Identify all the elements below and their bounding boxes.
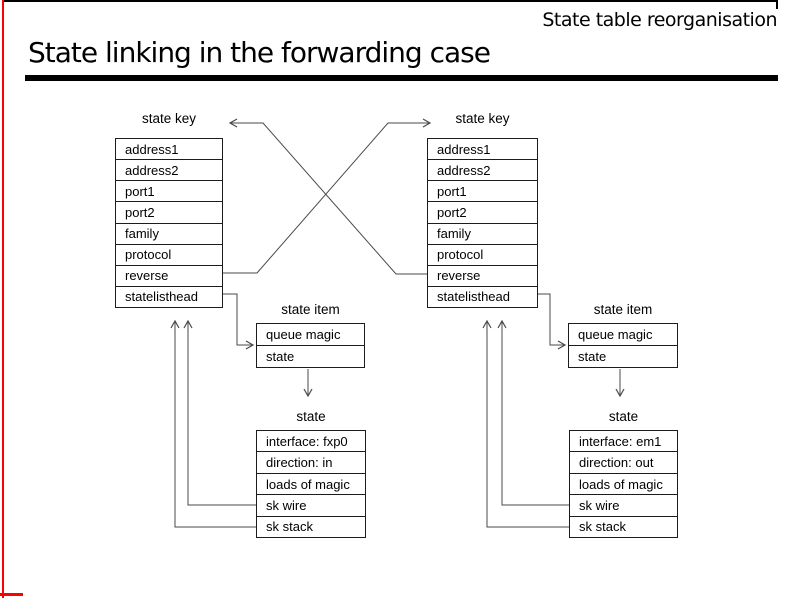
- table-row: direction: in: [257, 451, 365, 472]
- right-state-table: interface: em1 direction: out loads of m…: [569, 430, 678, 538]
- table-row: port1: [116, 180, 222, 201]
- arrow-left-statelisthead-to-item: [223, 293, 255, 350]
- table-row: sk wire: [570, 494, 677, 515]
- right-state-key-label: state key: [455, 111, 510, 126]
- title-underline: [25, 75, 778, 81]
- slide-corner-label: State table reorganisation: [542, 9, 777, 31]
- arrow-left-skstack-to-key: [170, 319, 256, 528]
- table-row: interface: em1: [579, 433, 662, 449]
- arrow-left-skwire-to-key: [183, 319, 256, 506]
- table-row: statelisthead: [428, 285, 537, 307]
- right-state-item-label: state item: [593, 302, 653, 317]
- right-state-key-table: address1 address2 port1 port2 family pro…: [427, 138, 538, 308]
- table-row: state: [257, 345, 364, 367]
- table-row: family: [116, 222, 222, 244]
- table-row: reverse: [428, 264, 537, 286]
- table-row: address1: [125, 141, 179, 157]
- table-row: address2: [116, 159, 222, 180]
- page-title: State linking in the forwarding case: [28, 36, 491, 69]
- table-row: port1: [428, 180, 537, 201]
- table-row: queue magic: [266, 327, 341, 342]
- arrow-right-reverse-to-left-key: [228, 118, 427, 275]
- table-row: sk stack: [570, 515, 677, 537]
- table-row: address1: [437, 141, 491, 157]
- table-row: interface: fxp0: [266, 433, 348, 449]
- table-row: loads of magic: [257, 472, 365, 494]
- table-row: protocol: [428, 243, 537, 265]
- table-row: statelisthead: [116, 285, 222, 307]
- right-state-item-table: queue magic state: [568, 323, 678, 368]
- table-row: protocol: [116, 243, 222, 265]
- table-row: loads of magic: [570, 472, 677, 494]
- table-row: sk wire: [257, 494, 365, 515]
- left-state-table: interface: fxp0 direction: in loads of m…: [256, 430, 366, 538]
- left-state-key-label: state key: [141, 111, 197, 126]
- arrow-left-reverse-to-right-key: [223, 118, 432, 274]
- left-state-item-table: queue magic state: [256, 323, 365, 368]
- right-state-label: state: [608, 409, 639, 424]
- left-state-label: state: [296, 409, 326, 424]
- top-border-line: [4, 0, 778, 2]
- arrow-right-skwire-to-key: [497, 319, 569, 506]
- table-row: port2: [428, 201, 537, 222]
- left-red-border-line: [2, 0, 4, 598]
- table-row: family: [428, 222, 537, 244]
- top-right-border-tick: [776, 0, 778, 9]
- left-state-item-label: state item: [281, 302, 340, 317]
- table-row: reverse: [116, 264, 222, 286]
- table-row: state: [569, 345, 677, 367]
- table-row: port2: [116, 201, 222, 222]
- arrow-right-statelisthead-to-item: [538, 293, 567, 350]
- table-row: direction: out: [570, 451, 677, 472]
- table-row: sk stack: [257, 515, 365, 537]
- bottom-left-red-segment: [0, 593, 23, 596]
- table-row: address2: [428, 159, 537, 180]
- left-state-key-table: address1 address2 port1 port2 family pro…: [115, 138, 223, 308]
- arrow-right-skstack-to-key: [482, 319, 569, 528]
- table-row: queue magic: [578, 327, 653, 342]
